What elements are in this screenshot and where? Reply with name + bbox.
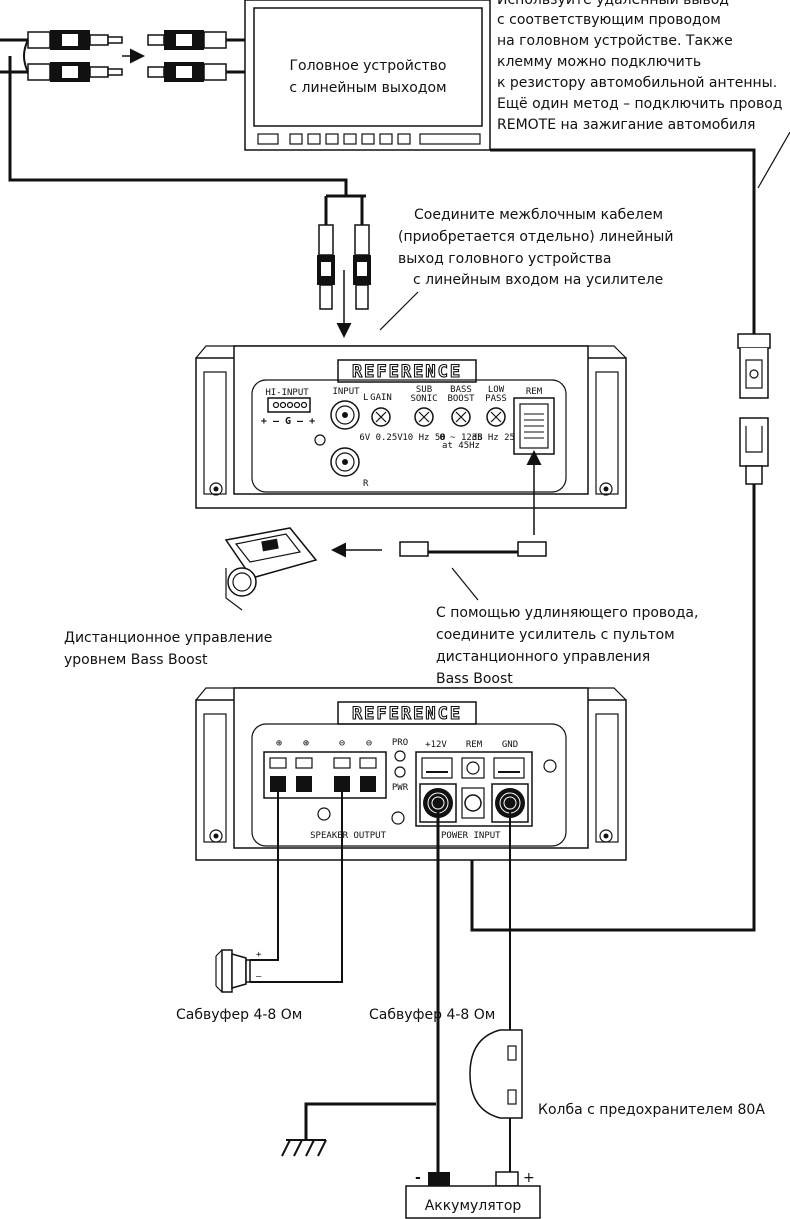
plus12v-label: +12V	[425, 740, 447, 750]
remote-note-line6: Ещё один метод – подключить провод	[497, 96, 782, 112]
speaker-output-label: SPEAKER OUTPUT	[310, 831, 386, 841]
fuse-holder-icon	[469, 1029, 523, 1119]
extension-cable	[399, 541, 547, 557]
rca-note-line1: Соедините межблочным кабелем	[414, 207, 663, 223]
bassboost-label-1: BASS	[450, 385, 472, 395]
rca-cable-plugs-left	[0, 30, 123, 82]
bassboost-range-2: at 45Hz	[442, 441, 480, 451]
rca-note-line2: (приобретается отдельно) линейный	[398, 229, 673, 245]
pwr-led-label: PWR	[392, 783, 409, 793]
subwoofer-icon	[215, 949, 251, 993]
extension-note-pointer	[451, 567, 479, 601]
battery-minus: -	[415, 1170, 421, 1186]
extension-note-line3: дистанционного управления	[436, 649, 650, 665]
subsonic-range: 10 Hz 50	[402, 433, 445, 443]
speaker-wire-plus	[250, 792, 279, 961]
head-unit-label-line1: Головное устройство	[289, 58, 446, 74]
subwoofer-label-1: Сабвуфер 4-8 Ом	[176, 1007, 302, 1023]
amp-bottom-brand: REFERENCE	[352, 704, 462, 724]
extension-note: С помощью удлиняющего провода, соедините…	[436, 605, 698, 687]
ground-icon	[281, 1139, 327, 1157]
rem-port-label: REM	[526, 387, 543, 397]
extension-note-line1: С помощью удлиняющего провода,	[436, 605, 698, 621]
battery-icon	[405, 1171, 541, 1219]
input-r-label: R	[363, 479, 369, 489]
amplifier-top-panel: REFERENCE HI-INPUT + – G – + INPUT L R G…	[195, 345, 627, 509]
rca-note-pointer	[379, 291, 419, 331]
rca-cable-plugs-right	[147, 30, 245, 82]
ground-wire-chassis	[304, 1102, 436, 1140]
rem-terminal-label: REM	[466, 740, 483, 750]
remote-note-line1: Используйте удаленный вывод	[497, 0, 729, 8]
amplifier-bottom-panel: REFERENCE ⊕ ⊕ ⊖ ⊖ SPEAKER OUTPUT PRO PWR…	[195, 687, 627, 861]
gain-range: 6V 0.25V	[359, 433, 403, 443]
rca-note-line3: выход головного устройства	[398, 251, 611, 267]
speaker-plus-1: ⊕	[276, 738, 282, 749]
remote-note-line4: клемму можно подключить	[497, 54, 701, 70]
remote-label-line2: уровнем Bass Boost	[64, 652, 208, 668]
extension-note-line2: соедините усилитель с пультом	[436, 627, 675, 643]
pro-led-label: PRO	[392, 738, 408, 748]
remote-label: Дистанционное управление уровнем Bass Bo…	[64, 630, 272, 668]
remote-note-line2: с соответствующим проводом	[497, 12, 721, 28]
speaker-minus-2: ⊖	[366, 738, 372, 749]
rca-note: Соедините межблочным кабелем (приобретае…	[398, 207, 673, 288]
hi-input-label: HI-INPUT	[265, 388, 309, 398]
remote-note-pointer	[757, 131, 790, 189]
bassboost-label-2: BOOST	[447, 394, 475, 404]
bass-remote-control	[224, 527, 318, 611]
power-input-label: POWER INPUT	[441, 831, 501, 841]
lowpass-range: 35 Hz 250	[472, 433, 521, 443]
subwoofer-label-2: Сабвуфер 4-8 Ом	[369, 1007, 495, 1023]
head-unit: Головное устройство с линейным выходом	[244, 0, 491, 151]
speaker-minus-1: ⊖	[339, 738, 345, 749]
subwoofer-minus: –	[256, 972, 262, 982]
remote-wire-top	[490, 148, 756, 334]
remote-note-line5: к резистору автомобильной антенны.	[497, 75, 777, 91]
battery-plus: +	[523, 1170, 535, 1186]
input-label: INPUT	[332, 387, 360, 397]
rca-note-line4: с линейным входом на усилителе	[413, 272, 663, 288]
input-l-label: L	[363, 393, 368, 403]
amp-top-brand: REFERENCE	[352, 362, 462, 382]
head-unit-label-line2: с линейным выходом	[289, 80, 446, 96]
fuse-label: Колба с предохранителем 80А	[538, 1102, 765, 1118]
rca-cable-wire	[8, 56, 348, 196]
battery-label: Аккумулятор	[425, 1198, 522, 1214]
subsonic-label-1: SUB	[416, 385, 432, 395]
bassboost-range-1: 0 ~ 12dB	[439, 433, 482, 443]
gain-label: GAIN	[370, 393, 392, 403]
remote-note-line3: на головном устройстве. Также	[497, 33, 733, 49]
gnd-label: GND	[502, 740, 518, 750]
remote-label-line1: Дистанционное управление	[64, 630, 272, 646]
extension-note-line4: Bass Boost	[436, 671, 513, 687]
speaker-wire-minus	[250, 792, 343, 983]
subsonic-label-2: SONIC	[410, 394, 437, 404]
remote-wire-connector	[737, 333, 771, 485]
lowpass-label-1: LOW	[488, 385, 505, 395]
remote-note-line7: REMOTE на зажигание автомобиля	[497, 117, 755, 133]
hi-input-pins: + – G – +	[261, 416, 315, 427]
remote-wire-bottom	[470, 484, 756, 932]
rca-plugs-vertical	[317, 194, 371, 310]
remote-note: Используйте удаленный вывод с соответств…	[497, 0, 782, 133]
subwoofer-plus: +	[256, 950, 262, 960]
speaker-plus-2: ⊕	[303, 738, 309, 749]
lowpass-label-2: PASS	[485, 394, 507, 404]
